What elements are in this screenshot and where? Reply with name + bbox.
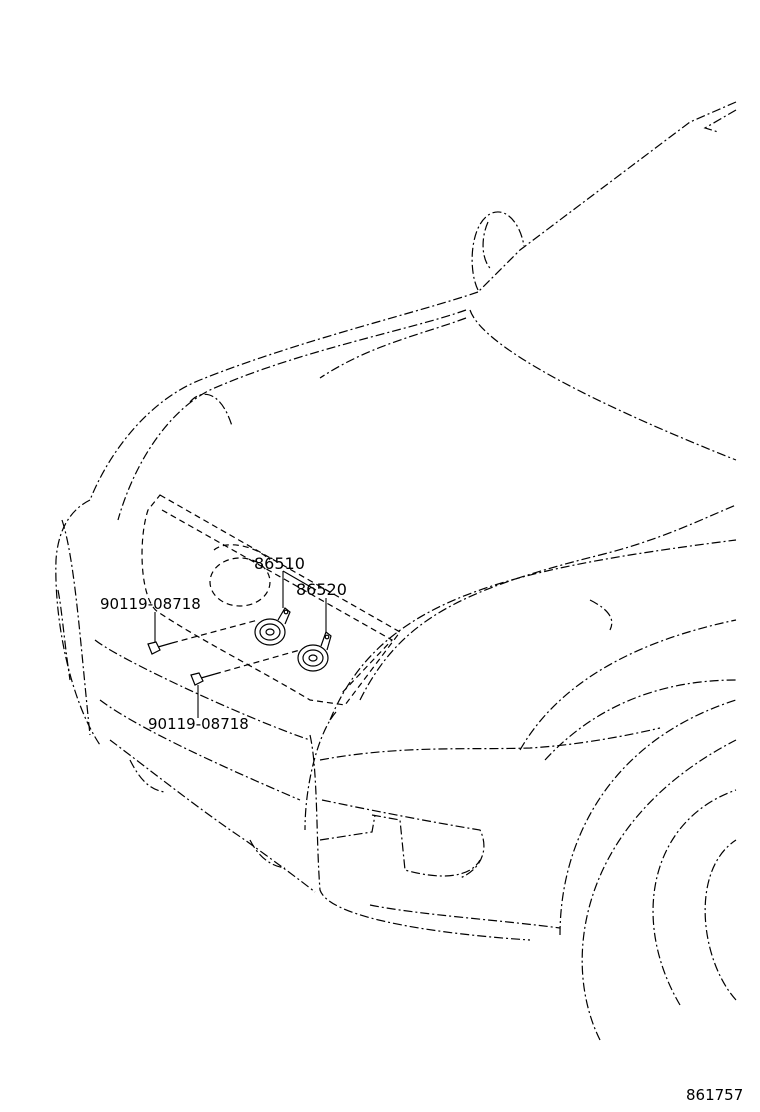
assembly-line-lower — [214, 649, 301, 675]
fender-crease — [319, 727, 661, 761]
horn-86510-icon — [254, 607, 291, 646]
tire-outer — [581, 739, 737, 1041]
bumper-vent-2 — [249, 839, 286, 869]
side-mirror-inner — [482, 221, 493, 271]
fog-lamp — [371, 814, 481, 877]
front-left-edge — [55, 499, 101, 746]
grille-inner — [161, 509, 393, 696]
fender-top — [359, 504, 737, 701]
emblem — [209, 557, 271, 607]
front-left-edge-inner — [61, 519, 91, 736]
part-label-86520: 86520 — [296, 580, 347, 599]
wheel-arch-inner — [544, 679, 737, 761]
part-label-86510: 86510 — [254, 554, 305, 573]
hood-edge — [89, 291, 479, 501]
lower-fascia — [309, 734, 531, 941]
figure-code: 861757 — [686, 1086, 744, 1104]
assembly-line-upper — [171, 619, 259, 644]
side-mirror — [471, 211, 525, 291]
under-bumper — [369, 904, 561, 929]
emblem-ring — [213, 544, 271, 561]
fog-lamp-bracket — [319, 814, 376, 841]
tire-rim — [704, 839, 737, 1001]
roof-line — [477, 101, 737, 293]
bumper-line — [99, 699, 301, 801]
bumper-top — [94, 639, 311, 741]
grille-outline — [141, 494, 401, 706]
hood-front — [189, 393, 233, 427]
fender-line — [329, 539, 737, 721]
front-left-lamp — [57, 589, 71, 681]
bolt-lower-icon — [190, 672, 216, 686]
bolt-upper-icon — [147, 641, 173, 655]
bumper-lower — [109, 739, 316, 893]
hood-centre — [469, 309, 737, 461]
roof-trim — [703, 109, 737, 133]
wheel-arch-lower — [559, 699, 737, 936]
tire-inner — [652, 789, 737, 1006]
hood-crease — [319, 317, 467, 379]
lower-fascia-inner — [321, 799, 485, 879]
part-label-bolt-lower: 90119-08718 — [148, 715, 249, 733]
leader-86510-b — [282, 570, 317, 591]
wheel-arch — [519, 619, 737, 751]
side-sill — [304, 711, 337, 831]
horn-86520-icon — [297, 631, 332, 672]
bumper-vent — [129, 759, 166, 793]
hood-edge-inner — [117, 309, 467, 521]
part-label-bolt-upper: 90119-08718 — [100, 595, 201, 613]
fender-rear — [589, 599, 613, 631]
